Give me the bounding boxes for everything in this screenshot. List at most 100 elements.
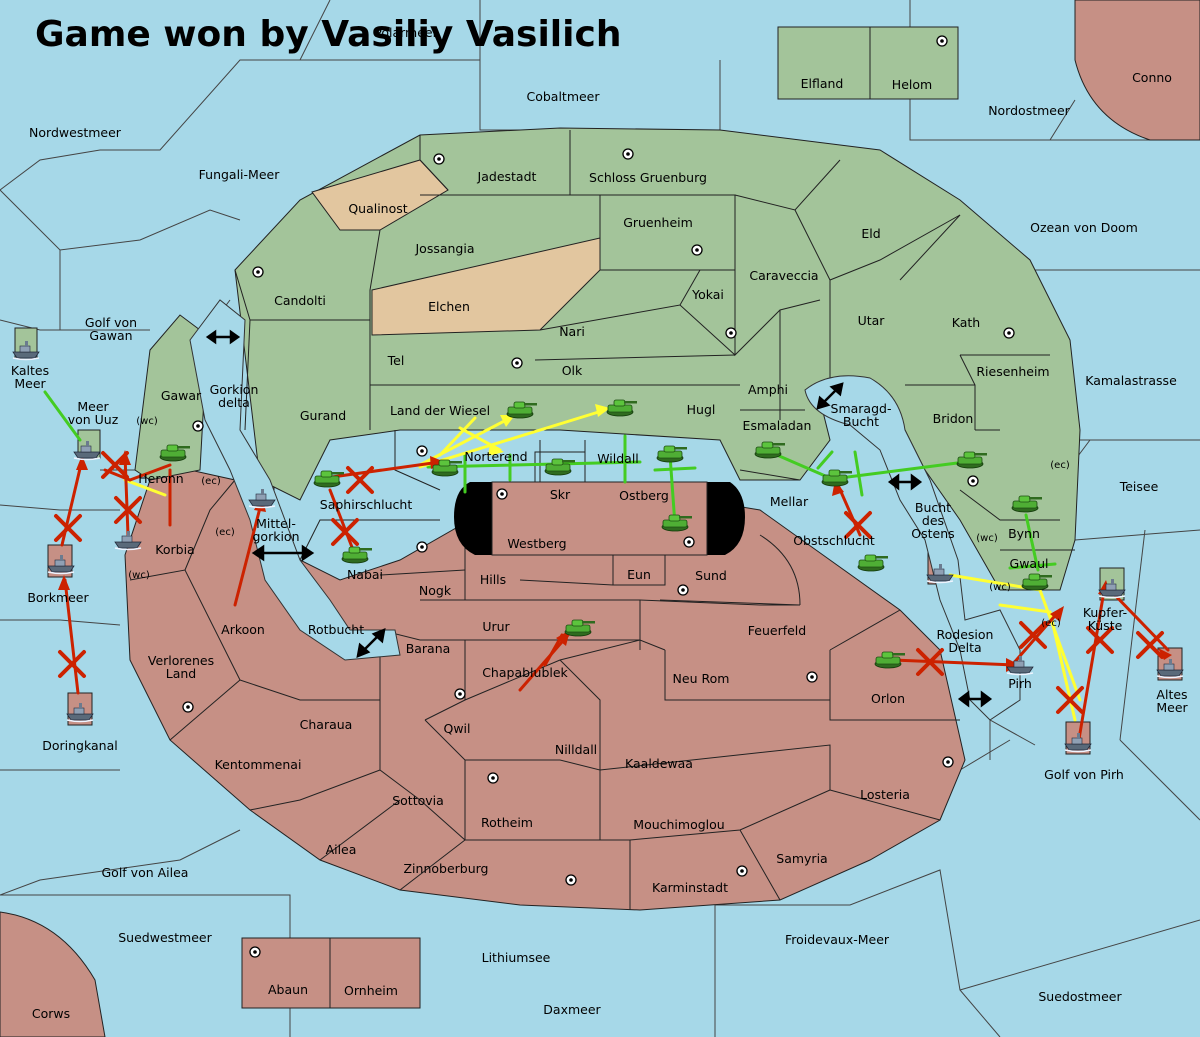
canal-smaragd-icon [816, 382, 844, 410]
label-lithiumsee: Lithiumsee [482, 950, 551, 965]
label-urur: Urur [482, 619, 510, 634]
label-hills: Hills [480, 572, 506, 587]
label-wc-korbia: (wc) [128, 570, 150, 581]
label-saphirschlucht: Saphirschlucht [320, 497, 413, 512]
label-sund: Sund [695, 568, 727, 583]
label-ec-korbia: (ec) [215, 527, 235, 538]
label-eld: Eld [861, 226, 880, 241]
canal-arrows [205, 329, 993, 708]
label-ec-heronn: (ec) [201, 476, 221, 487]
label-charaua: Charaua [300, 717, 353, 732]
region-qualinost[interactable] [311, 159, 449, 231]
label-ailea: Ailea [326, 842, 357, 857]
label-kath: Kath [952, 315, 980, 330]
label-ec-bridon: (ec) [1050, 460, 1070, 471]
label-wildall: Wildall [597, 451, 639, 466]
label-gwaul: Gwaul [1010, 556, 1049, 571]
label-esmaladan: Esmaladan [743, 418, 812, 433]
canal-bucht-icon [887, 473, 923, 491]
label-candolti: Candolti [274, 293, 326, 308]
label-wc-bynn: (wc) [976, 533, 998, 544]
label-elchen: Elchen [428, 299, 470, 314]
label-orlon: Orlon [871, 691, 905, 706]
label-nari: Nari [559, 324, 585, 339]
label-barana: Barana [406, 641, 451, 656]
label-golf-von-pirh: Golf von Pirh [1044, 767, 1124, 782]
game-title: Game won by Vasiliy Vasilich [35, 14, 621, 55]
label-conno: Conno [1132, 70, 1172, 85]
label-qualinost: Qualinost [348, 201, 407, 216]
label-tel: Tel [387, 353, 405, 368]
label-ec-pirh: (ec) [1041, 618, 1061, 629]
region-elchen[interactable] [371, 237, 601, 336]
label-pirh: Pirh [1008, 676, 1032, 691]
label-daxmeer: Daxmeer [543, 1002, 601, 1017]
region-labels: Polarmeer Elfland Helom Conno Cobaltmeer… [11, 25, 1189, 1021]
label-golf-von-ailea: Golf von Ailea [102, 865, 189, 880]
label-nordwestmeer: Nordwestmeer [29, 125, 122, 140]
label-ozean-von-doom: Ozean von Doom [1030, 220, 1138, 235]
label-nogk: Nogk [419, 583, 452, 598]
label-kentommenai: Kentommenai [215, 757, 302, 772]
label-olk: Olk [562, 363, 583, 378]
label-smaragd-bucht: Smaragd-Bucht [831, 401, 892, 429]
label-chapablublek: Chapablublek [482, 665, 568, 680]
label-qwil: Qwil [443, 721, 470, 736]
label-hugl: Hugl [687, 402, 716, 417]
label-arkoon: Arkoon [221, 622, 265, 637]
label-nordostmeer: Nordostmeer [988, 103, 1070, 118]
label-suedwestmeer: Suedwestmeer [118, 930, 212, 945]
label-borkmeer: Borkmeer [27, 590, 89, 605]
green-borders [234, 130, 1075, 551]
label-westberg: Westberg [507, 536, 566, 551]
region-ornheim[interactable] [329, 937, 421, 1009]
label-feuerfeld: Feuerfeld [748, 623, 806, 638]
label-wc-gawar: (wc) [136, 416, 158, 427]
label-heronn: Heronn [138, 471, 183, 486]
label-fungali-meer: Fungali-Meer [199, 167, 281, 182]
label-karminstadt: Karminstadt [652, 880, 728, 895]
label-obstschlucht: Obstschlucht [793, 533, 875, 548]
label-corws: Corws [32, 1006, 70, 1021]
red-borders [129, 430, 960, 910]
supply-centers [182, 35, 1015, 958]
label-yokai: Yokai [691, 287, 724, 302]
label-neu-rom: Neu Rom [673, 671, 730, 686]
region-elfland[interactable] [777, 26, 871, 100]
arrowheads-yellow [488, 404, 610, 456]
label-wc-gwaul: (wc) [989, 582, 1011, 593]
label-ostberg: Ostberg [619, 488, 669, 503]
canal-gorkion-icon [205, 329, 241, 345]
label-kupfer-kueste: Kupfer-Küste [1083, 605, 1127, 633]
label-kamalastrasse: Kamalastrasse [1085, 373, 1177, 388]
sea-bucht-des-ostens[interactable] [804, 375, 1021, 721]
label-mellar: Mellar [770, 494, 809, 509]
label-bynn: Bynn [1008, 526, 1040, 541]
label-eun: Eun [627, 567, 651, 582]
label-ornheim: Ornheim [344, 983, 398, 998]
region-corws[interactable] [0, 911, 106, 1037]
label-nilldall: Nilldall [555, 742, 597, 757]
canal-rotbucht-icon [356, 628, 386, 658]
label-nabai: Nabai [347, 567, 383, 582]
label-jadestadt: Jadestadt [477, 169, 537, 184]
label-bridon: Bridon [933, 411, 974, 426]
label-korbia: Korbia [155, 542, 194, 557]
label-kaaldewaa: Kaaldewaa [625, 756, 693, 771]
label-riesenheim: Riesenheim [976, 364, 1049, 379]
label-utar: Utar [858, 313, 886, 328]
region-conno[interactable] [1074, 0, 1200, 141]
label-rotbucht: Rotbucht [308, 622, 364, 637]
canal-mittelgorkion-icon [251, 544, 315, 562]
label-froidevaux-meer: Froidevaux-Meer [785, 932, 890, 947]
label-skr: Skr [550, 487, 571, 502]
label-abaun: Abaun [268, 982, 308, 997]
label-norterend: Norterend [464, 449, 527, 464]
label-helom: Helom [892, 77, 932, 92]
label-mittelgorkion: Mittel-gorkion [252, 516, 299, 544]
